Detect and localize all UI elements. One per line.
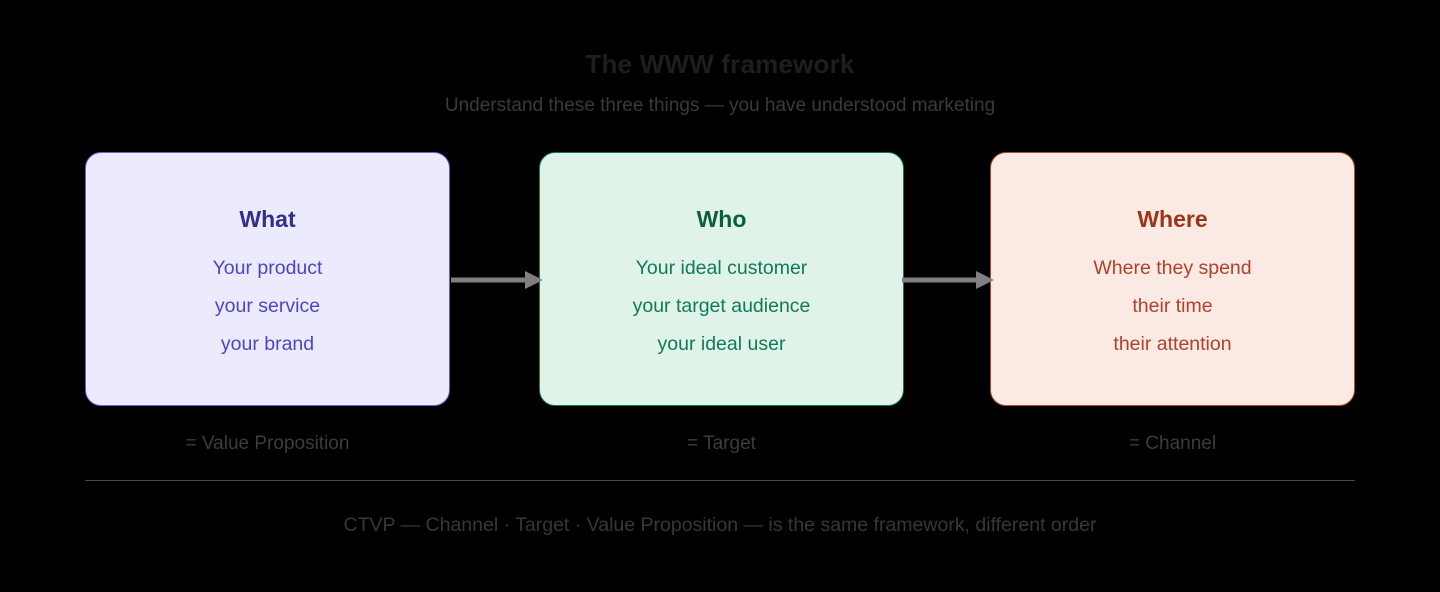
card-who-lines: Your ideal customer your target audience… xyxy=(633,249,811,363)
caption-target: = Target xyxy=(687,433,756,454)
arrow-right-icon xyxy=(902,271,994,289)
card-what-line-3: your brand xyxy=(220,333,315,355)
card-what-line-2: your service xyxy=(214,295,321,317)
card-what-title: What xyxy=(239,206,296,232)
cards-row: What Your product your service your bran… xyxy=(85,152,1355,406)
arrow-right-icon xyxy=(451,271,543,289)
card-where-title: Where xyxy=(1137,206,1208,232)
card-who-line-1: Your ideal customer xyxy=(635,257,808,279)
card-who-line-3: your ideal user xyxy=(657,333,786,355)
card-where[interactable]: Where Where they spend their time their … xyxy=(990,152,1355,406)
card-what-line-1: Your product xyxy=(212,257,323,279)
card-where-line-2: their time xyxy=(1132,295,1213,317)
card-where-line-3: their attention xyxy=(1113,333,1232,355)
card-what[interactable]: What Your product your service your bran… xyxy=(85,152,450,406)
footer-note: CTVP — Channel · Target · Value Proposit… xyxy=(343,514,1097,536)
caption-channel: = Channel xyxy=(1128,433,1217,454)
page-subtitle: Understand these three things — you have… xyxy=(444,95,996,116)
footer-divider xyxy=(85,480,1355,481)
card-who-line-2: your target audience xyxy=(632,295,811,317)
card-what-lines: Your product your service your brand xyxy=(213,249,323,363)
page-title: The WWW framework xyxy=(585,49,855,79)
card-where-line-1: Where they spend xyxy=(1093,257,1252,279)
card-who-title: Who xyxy=(696,206,747,232)
caption-value-proposition: = Value Proposition xyxy=(185,433,350,454)
card-who[interactable]: Who Your ideal customer your target audi… xyxy=(539,152,904,406)
card-where-lines: Where they spend their time their attent… xyxy=(1093,249,1251,363)
